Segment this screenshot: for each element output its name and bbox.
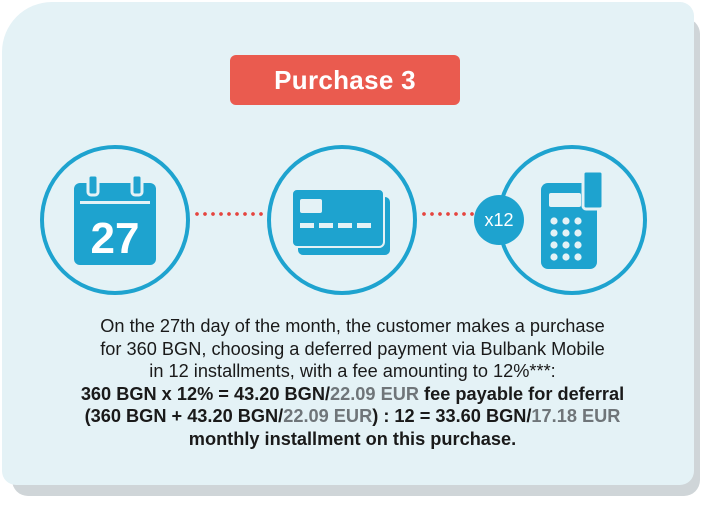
description-line-6: monthly installment on this purchase. [188, 428, 517, 449]
connector-dots-2 [420, 212, 476, 216]
fee-calc-bgn: 360 BGN x 12% = 43.20 BGN/ [80, 383, 331, 404]
installments-badge: x12 [474, 195, 524, 245]
fee-calculation-line: 360 BGN x 12% = 43.20 BGN/22.09 EUR fee … [20, 383, 685, 406]
description-line-2: for 360 BGN, choosing a deferred payment… [100, 338, 605, 359]
installment-calc-eur2: 17.18 EUR [531, 406, 621, 426]
connector-dots-1 [193, 212, 265, 216]
description-line-1: On the 27th day of the month, the custom… [100, 316, 605, 336]
calendar-circle: 27 [40, 145, 190, 295]
card-circle [267, 145, 417, 295]
description-text: On the 27th day of the month, the custom… [20, 315, 685, 450]
mobile-phone-icon [541, 171, 605, 269]
fee-calc-label: fee payable for deferral [418, 383, 625, 404]
installment-calc-part2: ) : 12 = 33.60 BGN/ [372, 406, 532, 426]
title-badge: Purchase 3 [230, 55, 460, 105]
fee-calc-eur: 22.09 EUR [330, 383, 419, 404]
description-line-3: in 12 installments, with a fee amounting… [149, 361, 556, 381]
credit-card-icon [292, 189, 390, 255]
installment-calc-part1: (360 BGN + 43.20 BGN/ [84, 406, 284, 426]
calendar-icon: 27 [74, 175, 156, 265]
installment-calculation-line: (360 BGN + 43.20 BGN/22.09 EUR) : 12 = 3… [20, 405, 685, 428]
calendar-day: 27 [91, 214, 140, 263]
installment-calc-eur1: 22.09 EUR [283, 406, 373, 426]
